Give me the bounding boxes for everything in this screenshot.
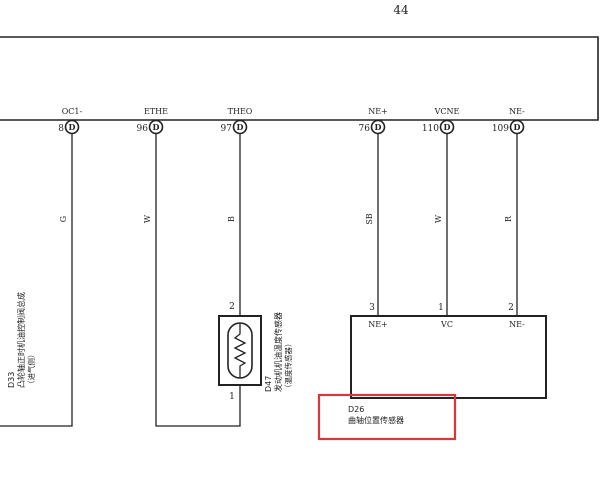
terminal-letter: D [375,122,382,132]
d26-label: D26 曲轴位置传感器 [348,405,404,425]
wires [0,134,518,427]
pin-number-76: 76 [359,124,371,134]
d33-sub: （进气侧） [26,351,36,389]
pin-number-96: 96 [137,124,149,134]
pin-label-oc1: OC1- [62,107,83,116]
pin-label-ne-minus: NE- [509,107,525,116]
terminal-vcne [439,119,455,135]
d26-box [350,315,547,399]
highlight-box [317,393,457,441]
d47-name: 发动机机油温度传感器 [273,312,283,392]
pin-label-vcne: VCNE [434,107,460,116]
wire-color-codes: G W B SB W R [59,213,513,224]
terminal-ethe [148,119,164,135]
terminal-theo [232,119,248,135]
wire-color-r: R [504,215,513,222]
d26-pin-1: 1 [438,303,444,313]
d33-label: D33 凸轮轴正时机油控制阀总成 （进气侧） [7,292,36,388]
d33-id: D33 [7,372,16,388]
d47-id: D47 [264,376,273,392]
wire-ethe [155,134,241,427]
terminal-letter: D [514,122,521,132]
terminal-ne-minus [509,119,525,135]
d26-name: 曲轴位置传感器 [348,415,404,425]
ecu-pin-labels: OC1- ETHE THEO NE+ VCNE NE- [62,107,525,116]
d26-label-vc: VC [440,320,453,329]
wire-color-b: B [227,216,236,222]
d26-pin-2: 2 [508,303,514,313]
ecu-pin-numbers: 8 96 97 76 110 109 [58,124,509,134]
ecu-pin-terminals [64,119,525,135]
pin-label-theo: THEO [228,107,253,116]
d26-pin-3: 3 [369,303,375,313]
terminal-letter: D [69,122,76,132]
d47-pin-top: 2 [229,302,235,312]
wire-oc1 [0,134,73,427]
wire-color-w2: W [434,214,443,223]
wire-color-g: G [59,216,68,222]
ecu-box [0,36,599,121]
wire-color-sb: SB [365,213,374,224]
d47-sensor: 2 1 [218,302,262,402]
d47-label: D47 发动机机油温度传感器 （温度传感器） [264,312,293,392]
terminal-letter: D [237,122,244,132]
terminal-oc1 [64,119,80,135]
page-number: 44 [393,3,409,17]
d47-pin-bottom: 1 [229,392,235,402]
pin-number-8: 8 [58,124,64,134]
wire-color-w: W [143,214,152,223]
d26-sensor: 3 1 2 NE+ VC NE- [350,303,547,399]
d33-name: 凸轮轴正时机油控制阀总成 [16,292,26,388]
d26-label-ne-plus: NE+ [368,320,388,329]
pin-label-ethe: ETHE [144,107,168,116]
d26-id: D26 [348,405,364,414]
pin-number-97: 97 [221,124,233,134]
terminal-letter: D [153,122,160,132]
terminal-letter: D [444,122,451,132]
ecu-pin-letters: D D D D D D [69,122,521,132]
d47-resistor-icon [233,323,247,378]
pin-number-110: 110 [422,124,439,134]
pin-label-ne-plus: NE+ [368,107,388,116]
d26-label-ne-minus: NE- [509,320,525,329]
pin-number-109: 109 [492,124,509,134]
d47-sub: （温度传感器） [283,340,293,393]
terminal-ne-plus [370,119,386,135]
